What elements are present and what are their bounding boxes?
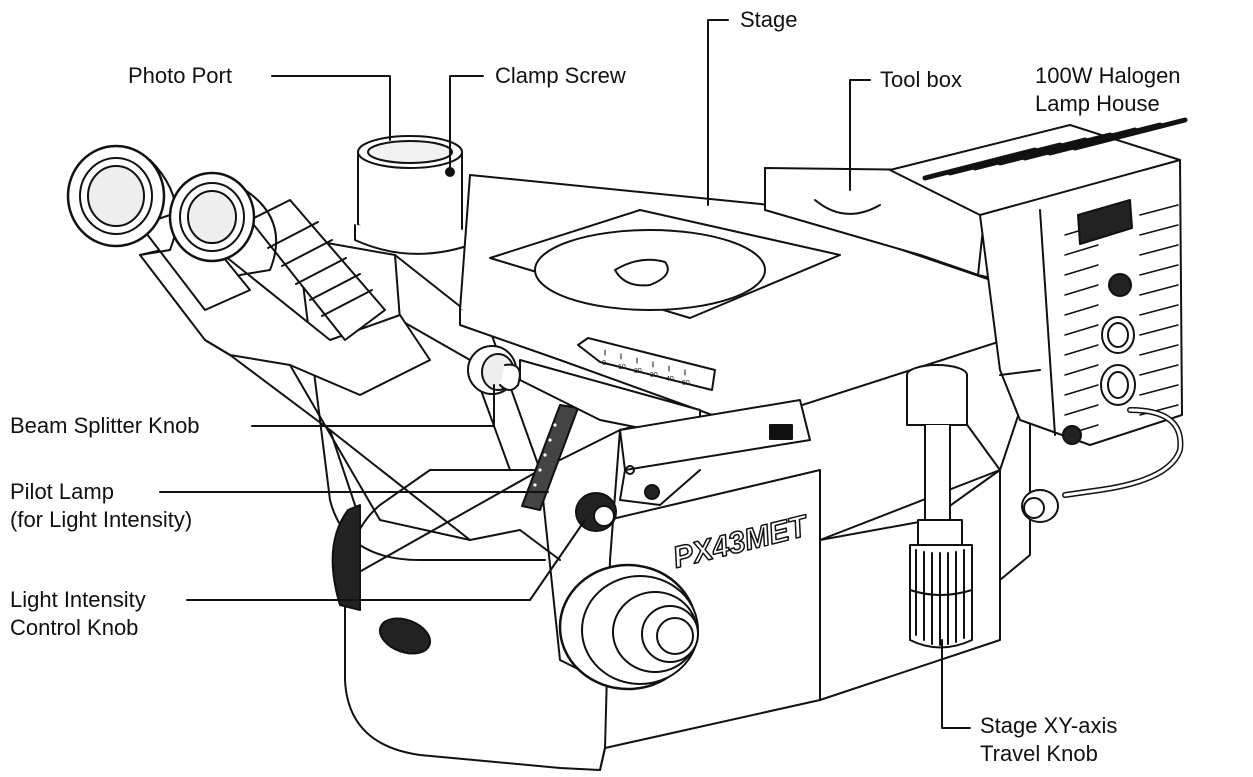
lamp-fin xyxy=(1064,244,1099,256)
lamp-fin xyxy=(1139,244,1179,256)
base-logo-badge xyxy=(378,617,432,655)
light-intensity-knob xyxy=(575,492,617,532)
lamp-fin xyxy=(1139,204,1179,216)
lamp-fin xyxy=(1139,324,1179,336)
clamp-screw-dot xyxy=(445,167,455,177)
lamp-house xyxy=(889,117,1188,523)
stage-scale xyxy=(577,337,716,391)
lamp-fin xyxy=(1139,224,1179,236)
label-light-intensity-knob: Light Intensity Control Knob xyxy=(10,587,146,640)
left-eyepiece xyxy=(66,144,178,256)
scale-tick-label: 20 xyxy=(634,368,642,375)
leader-clamp-screw xyxy=(449,75,484,169)
lamp-fin xyxy=(1139,304,1179,316)
lamp-fin xyxy=(1064,304,1099,316)
lamp-fin xyxy=(1139,284,1179,296)
scale-tick-label: 40 xyxy=(666,376,674,383)
label-clamp-screw: Clamp Screw xyxy=(495,63,626,88)
stage-scale-ticks: 0 10 20 30 40 50 xyxy=(602,349,690,387)
left-focus-knob xyxy=(331,504,361,611)
label-beam-splitter-knob: Beam Splitter Knob xyxy=(10,413,200,438)
right-eyepiece xyxy=(168,171,278,276)
lamp-vents xyxy=(922,117,1188,181)
scale-tick-label: 30 xyxy=(650,372,658,379)
beam-splitter-knob-shape xyxy=(467,345,521,395)
lamp-fin xyxy=(1064,284,1099,296)
lamp-logo-badge xyxy=(1077,199,1133,245)
lamp-fin xyxy=(1064,344,1099,356)
leader-tool-box xyxy=(849,79,871,191)
stage-mechanism xyxy=(519,359,811,506)
xy-travel-knob xyxy=(906,364,973,649)
leader-light-intensity xyxy=(186,519,586,601)
binocular-head xyxy=(139,199,561,561)
lamp-vent-slot xyxy=(1072,117,1188,151)
coarse-focus-knob xyxy=(558,563,699,691)
label-xy-travel-knob: Stage XY-axis Travel Knob xyxy=(980,713,1118,766)
lamp-fin xyxy=(1064,324,1099,336)
lamp-fin xyxy=(1139,364,1179,376)
photo-port xyxy=(354,135,471,255)
lamp-fin xyxy=(1139,384,1179,396)
lamp-fins xyxy=(1064,204,1179,436)
label-photo-port: Photo Port xyxy=(128,63,232,88)
lamp-fin xyxy=(1064,384,1099,396)
lamp-fin xyxy=(1139,264,1179,276)
label-stage: Stage xyxy=(740,7,798,32)
lamp-fin xyxy=(1064,264,1099,276)
lamp-fin xyxy=(1064,364,1099,376)
scale-tick-label: 0 xyxy=(602,360,606,367)
lamp-fin xyxy=(1139,344,1179,356)
leader-stage xyxy=(707,19,729,206)
scale-tick-label: 50 xyxy=(682,380,690,387)
label-lamp-house: 100W Halogen Lamp House xyxy=(1035,63,1181,116)
leader-photo-port xyxy=(271,75,391,141)
stage-plate: 0 10 20 30 40 50 xyxy=(459,174,1021,426)
scale-tick-label: 10 xyxy=(618,364,626,371)
label-tool-box: Tool box xyxy=(880,67,962,92)
leader-xy-knob xyxy=(941,639,971,729)
lamp-fin xyxy=(1064,404,1099,416)
label-pilot-lamp: Pilot Lamp (for Light Intensity) xyxy=(10,479,193,532)
stage-lock-lever xyxy=(769,424,793,440)
leader-beam-splitter xyxy=(251,384,495,427)
leader-lines xyxy=(159,19,971,729)
